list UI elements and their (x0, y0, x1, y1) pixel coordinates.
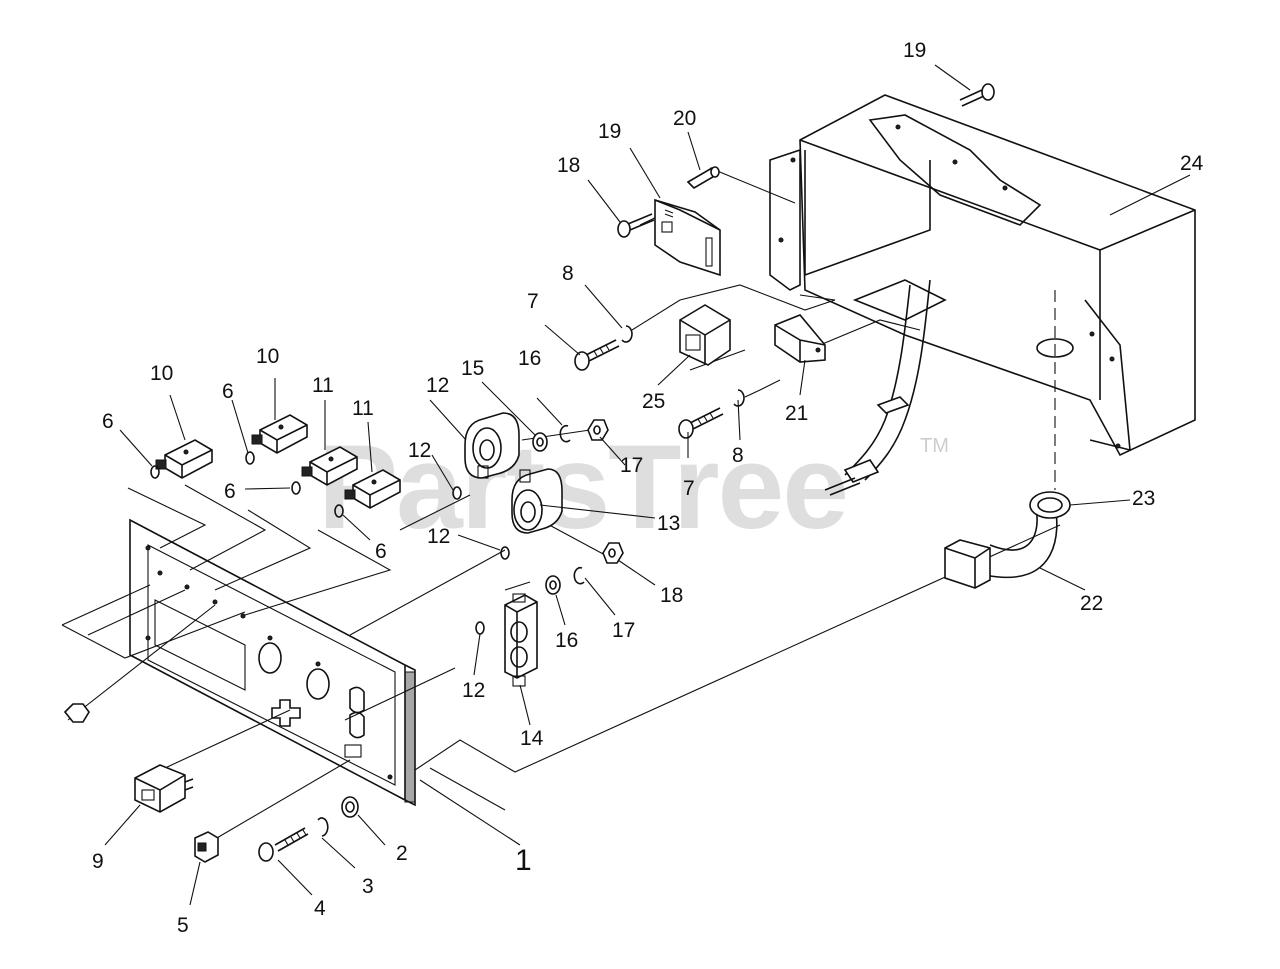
breaker-11-right (344, 469, 401, 509)
assembly-lines (61, 167, 1061, 843)
callout-12-c: 12 (462, 679, 485, 702)
callout-6-b: 6 (222, 380, 234, 403)
callout-2: 2 (396, 842, 408, 865)
callout-20: 19 (598, 120, 621, 143)
callout-19-b: 19 (903, 39, 926, 62)
callout-13: 12 (426, 374, 449, 397)
callout-22: 21 (785, 402, 808, 425)
breaker-cover (194, 831, 219, 863)
leader-lines (104, 64, 1191, 906)
callout-16-a: 15 (461, 357, 484, 380)
circuit-board (654, 198, 721, 277)
relay-26 (679, 304, 731, 366)
callout-16-b: 16 (555, 629, 578, 652)
callout-7-b: 7 (683, 477, 695, 500)
callout-17-b: 17 (612, 619, 635, 642)
cord-23 (944, 504, 1058, 589)
callout-8-b: 8 (732, 444, 744, 467)
callout-26: 25 (642, 390, 665, 413)
callout-21: 20 (673, 107, 696, 130)
callout-14: 13 (657, 512, 680, 535)
receptacle-14 (511, 468, 563, 534)
callout-25: 24 (1180, 152, 1204, 175)
callout-11-a: 11 (312, 374, 334, 397)
callout-6-d: 6 (375, 540, 387, 563)
callout-23: 22 (1080, 592, 1103, 615)
callout-24: 23 (1132, 487, 1155, 510)
callout-10-a: 10 (150, 362, 173, 385)
control-panel-box (769, 94, 1196, 457)
callout-12-b: 12 (427, 525, 450, 548)
callout-12-a: 12 (408, 439, 431, 462)
callout-3: 3 (362, 875, 374, 898)
bracket-22 (774, 314, 826, 363)
clips (621, 325, 745, 407)
breaker-10-left (155, 439, 213, 479)
callout-10-b: 10 (256, 345, 279, 368)
callout-1: 1 (515, 844, 532, 877)
callout-4: 4 (314, 897, 326, 920)
callout-18-b: 18 (660, 584, 683, 607)
callout-6-c: 6 (224, 480, 236, 503)
screws (258, 83, 995, 862)
callout-6-a: 6 (102, 410, 114, 433)
washers-and-nuts (317, 419, 624, 837)
rocker-switch (134, 764, 194, 813)
breaker-10-right (251, 414, 308, 454)
callout-19-a: 18 (557, 154, 580, 177)
callout-15: 14 (520, 727, 544, 750)
callout-5: 5 (177, 914, 189, 937)
receptacle-15 (504, 593, 538, 687)
watermark-text: PartsTree (318, 420, 847, 554)
watermark-trademark: TM (920, 435, 949, 457)
front-panel (129, 518, 416, 807)
callout-18-a: 17 (620, 454, 643, 477)
breaker-11-left (301, 446, 358, 486)
callout-11-b: 11 (352, 397, 374, 420)
callout-7-a: 7 (527, 290, 539, 313)
hex-cap (63, 703, 90, 723)
callout-9: 9 (92, 850, 104, 873)
cable-harness (824, 279, 931, 496)
grommet-24 (1029, 491, 1071, 519)
callout-labels: 1 2 3 4 5 6 6 6 6 7 7 8 8 9 10 10 11 11 … (92, 39, 1204, 937)
standoff (686, 166, 720, 190)
callout-8-a: 8 (562, 262, 574, 285)
callout-17-a: 16 (518, 347, 541, 370)
receptacle-13 (464, 412, 520, 479)
